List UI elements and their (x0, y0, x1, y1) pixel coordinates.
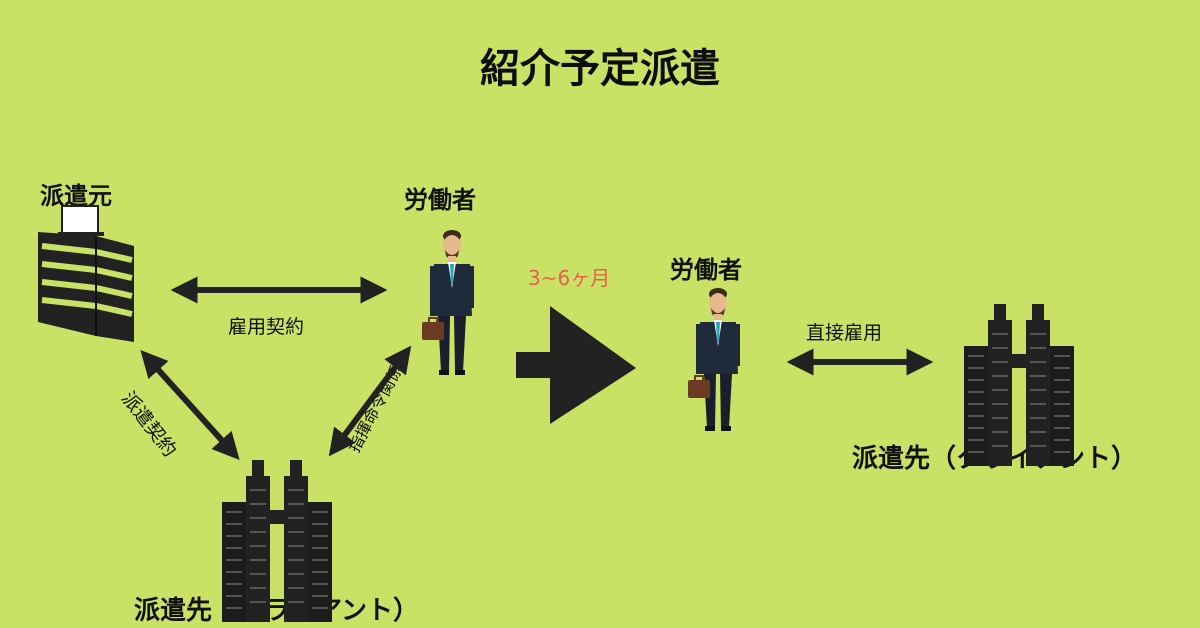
worker-left-label: 労働者 (404, 186, 476, 214)
period-label: 3~6ヶ月 (528, 266, 611, 290)
big-right-arrow-icon (516, 306, 636, 424)
twin-towers-icon (964, 304, 1074, 466)
person-businessman-icon (422, 230, 474, 375)
person-businessman-icon (688, 288, 740, 431)
office-building-icon (38, 205, 134, 342)
twin-towers-icon (222, 460, 332, 622)
page-title: 紹介予定派遣 (480, 46, 720, 92)
dispatch-contract-arrow (140, 349, 240, 461)
worker-right-label: 労働者 (670, 256, 742, 284)
direct-hire-label: 直接雇用 (806, 322, 883, 344)
employment-contract-label: 雇用契約 (228, 316, 305, 338)
client-left-label: 派遣先（クライアント） (134, 596, 419, 626)
command-relation-arrow (328, 345, 412, 457)
